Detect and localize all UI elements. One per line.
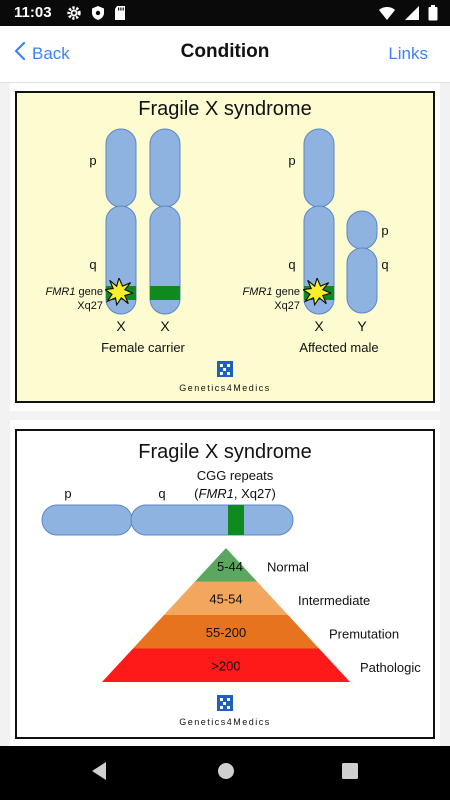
male-y-p-arm	[346, 210, 378, 250]
female-x2-label: X	[160, 318, 170, 334]
pyramid-tier-range-1: 5-44	[217, 559, 243, 574]
back-triangle-icon[interactable]	[90, 761, 108, 786]
nav-header: Back Condition Links	[0, 26, 450, 83]
content-area[interactable]: Fragile X syndrome p q FMR1 gene Xq27 X …	[0, 83, 450, 746]
signal-icon	[404, 5, 420, 26]
pyramid-tier-label-2: Intermediate	[298, 593, 370, 608]
pyramid-tier-label-4: Pathologic	[360, 660, 421, 675]
horizontal-chromosome-q-arm	[130, 504, 294, 536]
figure2-title: Fragile X syndrome	[138, 441, 311, 463]
male-y-p-label: p	[381, 223, 388, 238]
karyotype-diagram: Fragile X syndrome p q FMR1 gene Xq27 X …	[46, 98, 389, 393]
repeats-gene-label: (FMR1, Xq27)	[194, 486, 276, 501]
pyramid-tier-range-4: >200	[211, 658, 240, 673]
repeats-figure: Fragile X syndrome CGG repeats (FMR1, Xq…	[15, 429, 435, 739]
back-button-label: Back	[32, 43, 70, 63]
battery-icon	[428, 5, 438, 26]
male-locus-label: Xq27	[274, 300, 300, 312]
male-x-p-arm	[303, 128, 335, 208]
cgg-repeats-label: CGG repeats	[197, 468, 274, 483]
page-title: Condition	[180, 41, 270, 62]
chromosome-q-label: q	[158, 486, 165, 501]
shield-icon	[91, 5, 105, 26]
figure-card-repeats: Fragile X syndrome CGG repeats (FMR1, Xq…	[10, 420, 440, 746]
repeat-pyramid: 5-44 Normal 45-54 Intermediate 55-200 Premuta…	[102, 548, 421, 682]
pyramid-tier-range-3: 55-200	[206, 625, 246, 640]
figure-card-karyotype: Fragile X syndrome p q FMR1 gene Xq27 X …	[10, 83, 440, 411]
pyramid-tier-label-1: Normal	[267, 560, 309, 575]
pyramid-tier-range-2: 45-54	[209, 591, 242, 606]
horizontal-fmr1-band	[228, 505, 244, 535]
sd-card-icon	[114, 5, 126, 26]
female-carrier-caption: Female carrier	[101, 340, 185, 355]
female-gene-label: FMR1 gene	[46, 286, 103, 298]
gear-icon	[66, 5, 82, 26]
karyotype-figure: Fragile X syndrome p q FMR1 gene Xq27 X …	[15, 91, 435, 403]
female-q-label: q	[89, 257, 96, 272]
pyramid-tier-3	[133, 615, 319, 649]
female-x2-fmr1-band	[150, 286, 180, 300]
home-circle-icon[interactable]	[216, 761, 236, 786]
status-icons-left	[66, 5, 126, 26]
male-q-label: q	[288, 257, 295, 272]
status-bar: 11:03	[0, 0, 450, 26]
links-button[interactable]: Links	[388, 44, 428, 63]
horizontal-chromosome-p-arm	[41, 504, 133, 536]
chevron-left-icon	[14, 41, 26, 65]
female-x2-p-arm	[149, 128, 181, 208]
male-y-q-label: q	[381, 257, 388, 272]
female-x1-p-arm	[105, 128, 137, 208]
pyramid-tier-1	[195, 548, 257, 582]
pyramid-tier-4	[102, 648, 350, 682]
recents-square-icon[interactable]	[341, 761, 359, 786]
genetics4medics-logo: Genetics4Medics	[179, 361, 271, 393]
system-nav-bar	[0, 746, 450, 800]
pyramid-tier-2	[164, 581, 288, 615]
female-x1-label: X	[116, 318, 126, 334]
affected-male-caption: Affected male	[299, 340, 378, 355]
genetics4medics-logo-2: Genetics4Medics	[179, 695, 271, 727]
logo-text: Genetics4Medics	[179, 383, 271, 393]
male-x-label: X	[314, 318, 324, 334]
male-p-label: p	[288, 153, 295, 168]
male-y-q-arm	[346, 247, 378, 314]
male-y-label: Y	[357, 318, 367, 334]
logo-text-2: Genetics4Medics	[179, 717, 271, 727]
pyramid-tier-label-3: Premutation	[329, 627, 399, 642]
figure1-title: Fragile X syndrome	[138, 98, 311, 120]
back-button[interactable]: Back	[14, 41, 70, 65]
chromosome-p-label: p	[64, 486, 71, 501]
female-locus-label: Xq27	[77, 300, 103, 312]
wifi-icon	[378, 5, 396, 26]
repeats-diagram: Fragile X syndrome CGG repeats (FMR1, Xq…	[41, 441, 421, 727]
male-gene-label: FMR1 gene	[243, 286, 300, 298]
status-icons-right	[378, 5, 438, 26]
status-time: 11:03	[14, 4, 52, 21]
female-p-label: p	[89, 153, 96, 168]
